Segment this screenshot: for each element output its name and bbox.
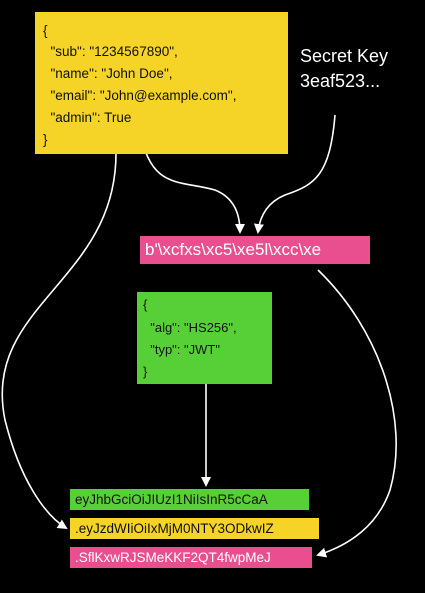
arrow-secret-to-signature — [253, 114, 336, 234]
signature-bytes-box: b'\xcfxs\xc5\xe5l\xcc\xe — [140, 236, 370, 264]
arrow-payload-to-token — [1, 132, 117, 530]
header-line: "typ": "JWT" — [143, 342, 220, 357]
payload-line: "sub": "1234567890", — [43, 44, 178, 59]
arrow-payload-to-signature — [139, 129, 245, 234]
token-signature-part: .SflKxwRJSMeKKF2QT4fwpMeJ — [70, 547, 312, 568]
secret-key-value: 3eaf523... — [300, 71, 381, 91]
payload-line: { — [43, 23, 48, 38]
header-line: } — [143, 364, 148, 379]
header-line: "alg": "HS256", — [143, 320, 237, 335]
payload-line: "admin": True — [43, 110, 132, 125]
secret-key-title: Secret Key — [300, 46, 389, 66]
header-json-box: { "alg": "HS256", "typ": "JWT" } — [137, 292, 272, 384]
payload-line: "email": "John@example.com", — [43, 88, 237, 103]
header-line: { — [143, 297, 148, 312]
arrow-signature-to-token — [316, 269, 397, 558]
payload-line: "name": "John Doe", — [43, 66, 173, 81]
token-payload-part: .eyJzdWIiOiIxMjM0NTY3ODkwIZ — [70, 518, 319, 539]
secret-key-label: Secret Key 3eaf523... — [300, 44, 388, 94]
token-header-part: eyJhbGciOiJIUzI1NiIsInR5cCaA — [70, 489, 309, 510]
payload-json-box: { "sub": "1234567890", "name": "John Doe… — [35, 12, 288, 154]
payload-line: } — [43, 132, 48, 147]
